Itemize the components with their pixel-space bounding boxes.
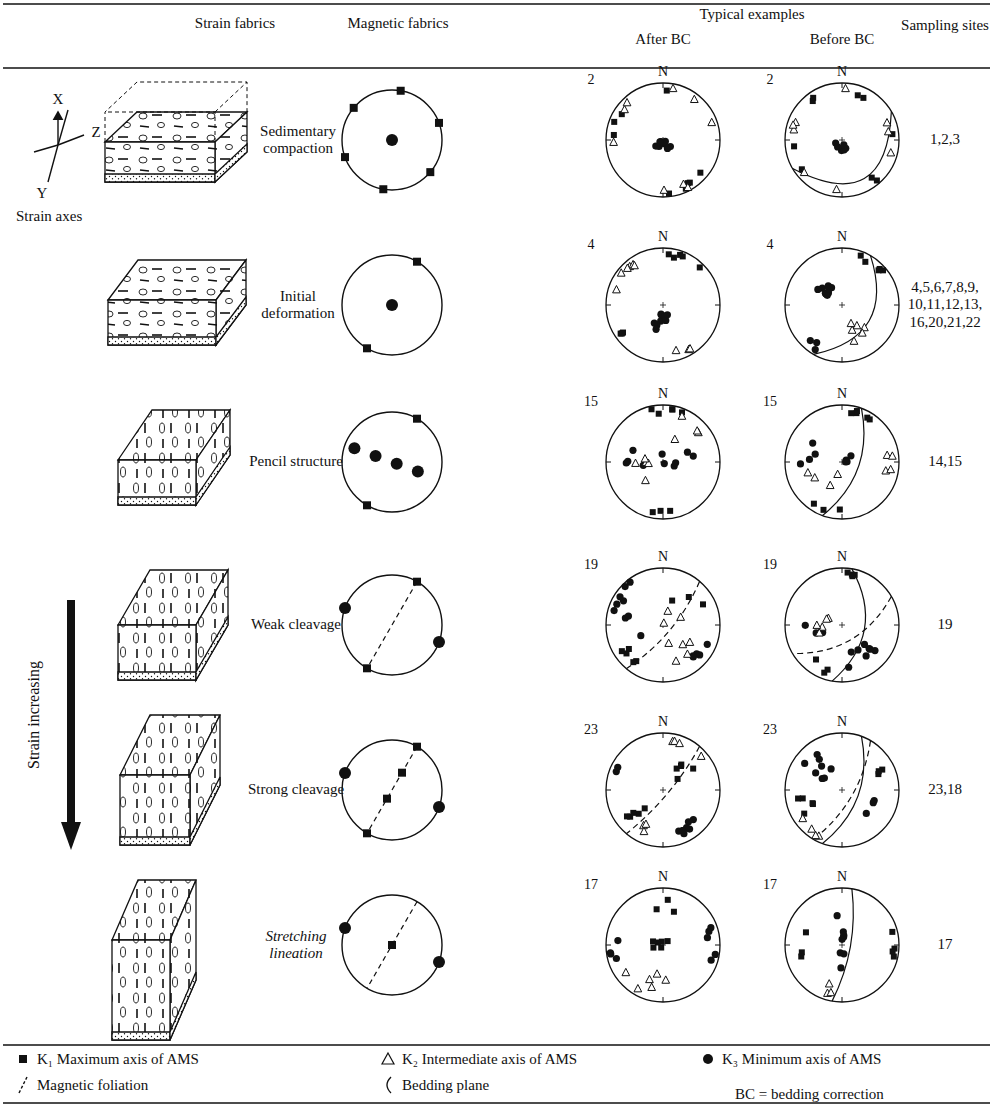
site-number: 2 — [767, 72, 774, 88]
north-label: N — [658, 386, 668, 402]
table-rules — [3, 4, 990, 1103]
legend-sample — [15, 1076, 31, 1094]
stereonet — [606, 83, 720, 197]
column-header: Magnetic fabrics — [347, 15, 448, 32]
north-label: N — [837, 64, 847, 80]
legend-sample — [380, 1076, 396, 1094]
site-number: 19 — [584, 557, 598, 573]
sampling-sites: 17 — [900, 936, 990, 953]
north-label: N — [658, 714, 668, 730]
sampling-sites: 19 — [900, 616, 990, 633]
strain-block — [120, 715, 220, 845]
site-number: 17 — [763, 877, 777, 893]
north-label: N — [837, 386, 847, 402]
magnetic-fabric-net — [339, 575, 445, 675]
north-label: N — [837, 869, 847, 885]
legend-note: BC = bedding correction — [735, 1086, 884, 1103]
stereonet — [606, 888, 720, 1002]
site-number: 23 — [584, 722, 598, 738]
north-label: N — [837, 229, 847, 245]
north-label: N — [658, 64, 668, 80]
legend-item: K₂ Intermediate axis of AMS — [380, 1050, 577, 1068]
legend-text: K₃ Minimum axis of AMS — [722, 1051, 881, 1068]
legend-item: K₁ Maximum axis of AMS — [15, 1050, 199, 1068]
legend-sample — [700, 1050, 716, 1068]
legend-item: Bedding plane — [380, 1076, 489, 1094]
column-header: Typical examples — [699, 6, 804, 23]
row-label: Pencil structure — [240, 453, 352, 470]
sampling-sites: 23,18 — [900, 781, 990, 798]
strain-block — [118, 570, 228, 680]
strain-block — [118, 410, 230, 505]
legend-sample — [380, 1050, 396, 1068]
north-label: N — [658, 869, 668, 885]
strain-block — [108, 260, 246, 345]
legend-item: Magnetic foliation — [15, 1076, 148, 1094]
site-number: 15 — [584, 394, 598, 410]
magnetic-fabric-net — [339, 895, 445, 995]
axis-label: Z — [91, 124, 100, 141]
north-label: N — [837, 549, 847, 565]
row-label: Weak cleavage — [240, 616, 352, 633]
stereonet — [785, 733, 899, 847]
stereonet — [606, 405, 720, 519]
legend-item: K₃ Minimum axis of AMS — [700, 1050, 881, 1068]
row-label: Initial deformation — [242, 288, 354, 323]
column-header: After BC — [635, 31, 690, 48]
stereonet — [606, 733, 720, 847]
magnetic-fabric-net — [339, 740, 445, 840]
north-label: N — [837, 714, 847, 730]
magnetic-fabric-net — [342, 255, 442, 355]
column-header: Strain fabrics — [195, 15, 275, 32]
column-header: Sampling sites — [901, 17, 989, 34]
legend-text: K₂ Intermediate axis of AMS — [402, 1051, 577, 1068]
stereonet — [785, 888, 899, 1002]
site-number: 4 — [767, 237, 774, 253]
north-label: N — [658, 549, 668, 565]
site-number: 23 — [763, 722, 777, 738]
sampling-sites: 4,5,6,7,8,9, 10,11,12,13, 16,20,21,22 — [900, 279, 990, 331]
axis-label: X — [53, 91, 64, 108]
magnetic-fabric-net — [342, 412, 442, 512]
sampling-sites: 1,2,3 — [900, 131, 990, 148]
stereonet — [606, 248, 720, 362]
stereonet — [785, 83, 899, 197]
column-header: Before BC — [810, 31, 875, 48]
strain-block — [105, 82, 247, 182]
row-label: Stretching lineation — [240, 928, 352, 963]
site-number: 17 — [584, 877, 598, 893]
sampling-sites: 14,15 — [900, 453, 990, 470]
strain-increasing-arrow — [61, 600, 81, 850]
strain-axes-symbol — [34, 110, 84, 182]
legend-text: Bedding plane — [402, 1077, 489, 1094]
stereonet — [785, 568, 899, 682]
north-label: N — [658, 229, 668, 245]
row-label: Strong cleavage — [240, 781, 352, 798]
site-number: 4 — [588, 237, 595, 253]
axis-label: Y — [37, 185, 48, 202]
site-number: 15 — [763, 394, 777, 410]
legend-sample — [15, 1050, 31, 1068]
axis-caption: Strain axes — [16, 208, 82, 225]
strain-block — [112, 880, 196, 1040]
strain-arrow-label: Strain increasing — [25, 661, 43, 769]
stereonet — [785, 248, 899, 362]
stereonet — [785, 405, 899, 519]
legend-text: K₁ Maximum axis of AMS — [37, 1051, 199, 1068]
site-number: 2 — [588, 72, 595, 88]
row-label: Sedimentary compaction — [242, 123, 354, 158]
site-number: 19 — [763, 557, 777, 573]
stereonet — [606, 568, 720, 682]
legend-text: Magnetic foliation — [37, 1077, 148, 1094]
magnetic-fabric-net — [341, 87, 443, 193]
